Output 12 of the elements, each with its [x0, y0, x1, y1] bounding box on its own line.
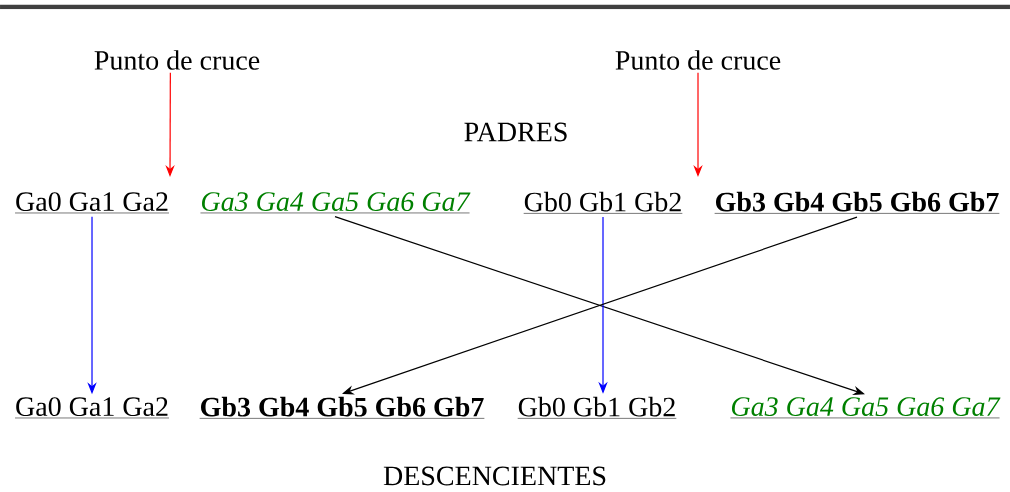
gene-segment: Gb3 Gb4 Gb5 Gb6 Gb7 — [199, 396, 485, 419]
gene-segment: Gb0 Gb1 Gb2 — [523, 191, 683, 214]
section-label: DESCENCIENTES — [383, 466, 606, 486]
gene-segment: Ga0 Ga1 Ga2 — [14, 192, 170, 214]
gene-segment: Gb3 Gb4 Gb5 Gb6 Gb7 — [714, 191, 1000, 214]
gene-segment: Ga3 Ga4 Ga5 Ga6 Ga7 — [730, 397, 1001, 419]
gene-segment: Ga3 Ga4 Ga5 Ga6 Ga7 — [200, 192, 471, 214]
gene-segment: Ga0 Ga1 Ga2 — [14, 397, 170, 419]
gene-segment: Gb0 Gb1 Gb2 — [517, 396, 677, 419]
section-label: PADRES — [464, 122, 567, 142]
label-text: Punto de cruce — [94, 50, 260, 70]
label-text: Punto de cruce — [615, 50, 781, 70]
